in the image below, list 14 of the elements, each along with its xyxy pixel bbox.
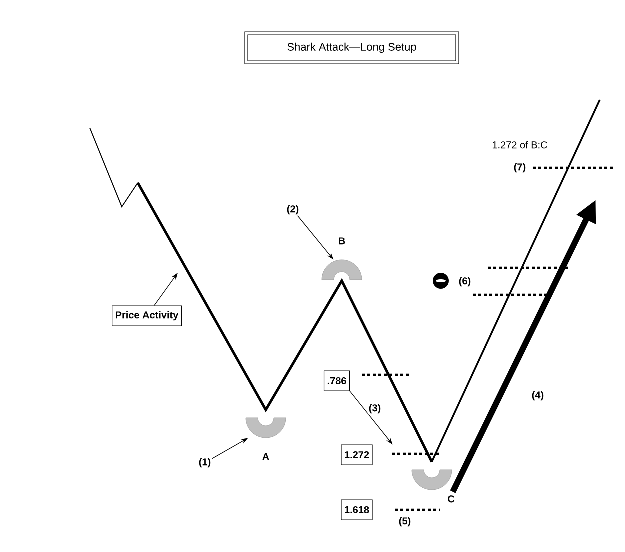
callout-number: (2) [287,205,299,215]
title-box: Shark Attack—Long Setup [244,32,460,64]
level-label: 1.272 of B:C [492,141,548,149]
label-box: 1.272 [341,444,373,466]
step-number: (4) [532,391,544,401]
label-box: .786 [324,370,350,392]
arrow [154,273,178,306]
step-number: (5) [399,517,411,527]
callout-number: (1) [199,458,211,468]
edge-label: (3) [368,403,382,415]
step-number: (6) [459,277,471,287]
label-box: Price Activity [112,306,182,326]
step-number: (7) [514,163,526,173]
label-box: 1.618 [341,500,373,520]
